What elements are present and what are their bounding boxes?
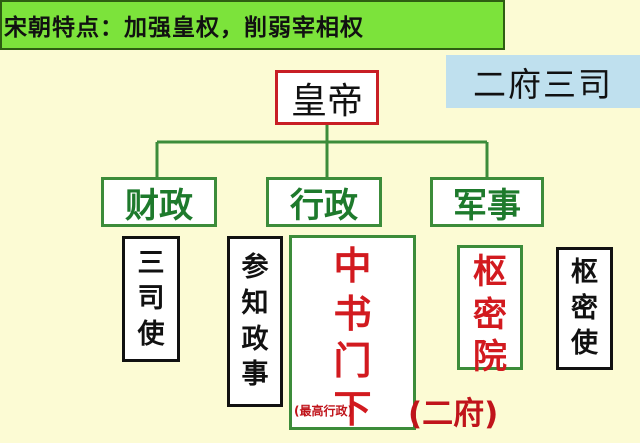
official-canzhi: 参 知 政 事 (227, 236, 283, 407)
official-shumishi: 枢 密 使 (556, 247, 613, 370)
official-char: 密 (473, 294, 507, 335)
official-sansi: 三 司 使 (122, 236, 180, 362)
official-char: 知 (241, 287, 269, 319)
official-char: 书 (333, 291, 372, 336)
official-char: 参 (241, 252, 269, 284)
official-zhongshu: 中 书 门 下 (289, 235, 416, 431)
official-char: 枢 (571, 257, 598, 289)
official-char: 下 (333, 386, 372, 431)
dept-finance: 财政 (101, 177, 217, 227)
tag-label: 二府三司 (446, 55, 640, 108)
emperor-box: 皇帝 (275, 70, 379, 125)
official-char: 使 (571, 328, 598, 360)
title-banner: 宋朝特点：加强皇权，削弱宰相权 (0, 0, 505, 50)
official-char: 中 (333, 244, 372, 288)
official-char: 政 (241, 323, 269, 355)
official-char: 使 (137, 318, 165, 350)
official-char: 院 (473, 337, 507, 377)
official-char: 事 (241, 359, 269, 391)
official-char: 三 (137, 247, 165, 279)
official-char: 门 (333, 339, 372, 383)
two-fu-label: (二府) (408, 396, 499, 432)
official-char: 枢 (473, 252, 507, 292)
official-shumiyuan: 枢 密 院 (457, 245, 523, 377)
chancellery-note: (最高行政) (294, 404, 353, 418)
dept-military: 军事 (430, 177, 544, 227)
official-char: 密 (571, 292, 598, 324)
dept-admin: 行政 (266, 177, 382, 227)
official-char: 司 (137, 283, 165, 315)
